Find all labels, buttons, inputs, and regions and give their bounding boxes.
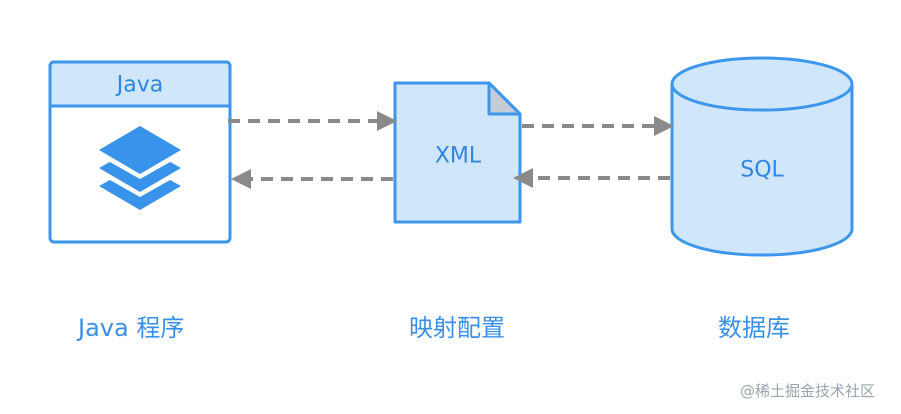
database-caption: 数据库 bbox=[718, 314, 790, 342]
document-icon bbox=[393, 81, 522, 224]
watermark: @稀土掘金技术社区 bbox=[740, 382, 876, 400]
java-caption: Java 程序 bbox=[78, 314, 185, 342]
java-box-header: Java bbox=[116, 72, 164, 98]
xml-caption: 映射配置 bbox=[409, 314, 505, 342]
sql-label: SQL bbox=[740, 157, 784, 183]
xml-label: XML bbox=[434, 143, 482, 169]
layers-icon bbox=[99, 126, 181, 210]
database-cylinder-icon bbox=[670, 56, 854, 257]
